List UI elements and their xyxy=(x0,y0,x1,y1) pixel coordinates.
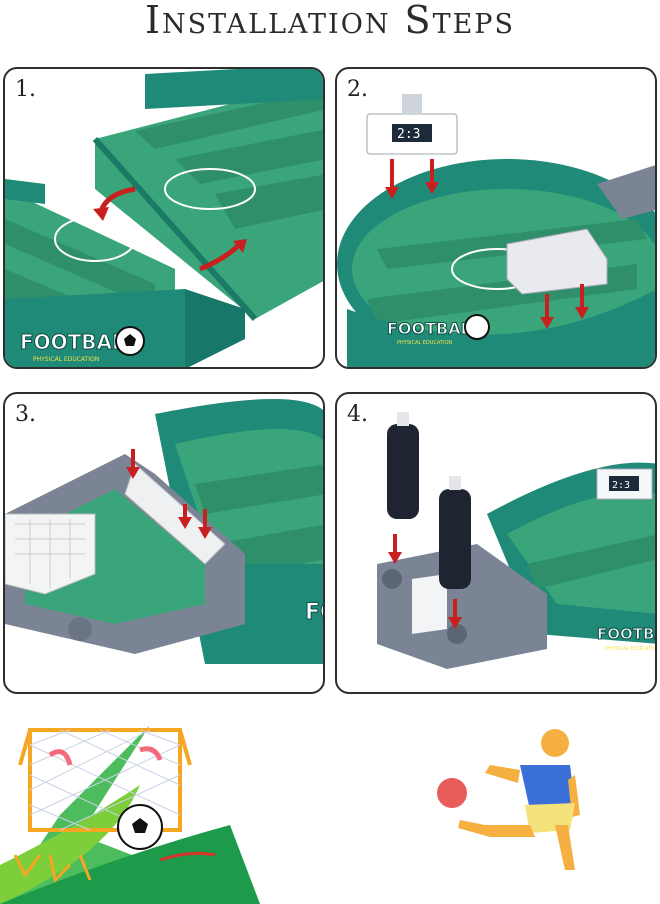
soccer-ball-icon xyxy=(437,778,467,808)
step-number: 4. xyxy=(347,402,368,427)
step-number: 2. xyxy=(347,77,368,102)
page-title: Installation Steps xyxy=(145,0,515,42)
football-logo-partial: FO xyxy=(305,600,325,625)
physical-education-text: PHYSICAL EDUCATION xyxy=(605,646,657,652)
step-4-illustration: 2:3 FOOTBAL PHYSICAL EDUCATION xyxy=(377,412,657,669)
step-number: 3. xyxy=(15,402,36,427)
soccer-player-icon xyxy=(437,729,580,870)
physical-education-text: PHYSICAL EDUCATION xyxy=(397,340,452,346)
scoreboard-score: 2:3 xyxy=(612,480,630,491)
step-panel-2: 2. 2:3 FOOTBALL PHYSICAL EDUCATION xyxy=(335,67,657,369)
step-1-illustration: FOOTBALL PHYSICAL EDUCATION xyxy=(5,69,323,367)
football-goal-illustration xyxy=(0,725,260,904)
step-3-illustration: FO xyxy=(5,399,325,664)
football-logo-partial: FOOTBAL xyxy=(597,625,657,643)
physical-education-text: PHYSICAL EDUCATION xyxy=(33,356,99,363)
step-panel-4: 4. 2:3 FOOTBAL PHYSICAL EDUCATION xyxy=(335,392,657,694)
scoreboard-score: 2:3 xyxy=(397,127,420,142)
step-panel-1: 1. FOOTBALL PHYSICAL EDUCATION xyxy=(3,67,325,369)
step-panel-3: 3. FO xyxy=(3,392,325,694)
step-number: 1. xyxy=(15,77,36,102)
football-logo-text: FOOTBALL xyxy=(387,319,481,338)
step-2-illustration: 2:3 FOOTBALL PHYSICAL EDUCATION xyxy=(337,94,655,367)
